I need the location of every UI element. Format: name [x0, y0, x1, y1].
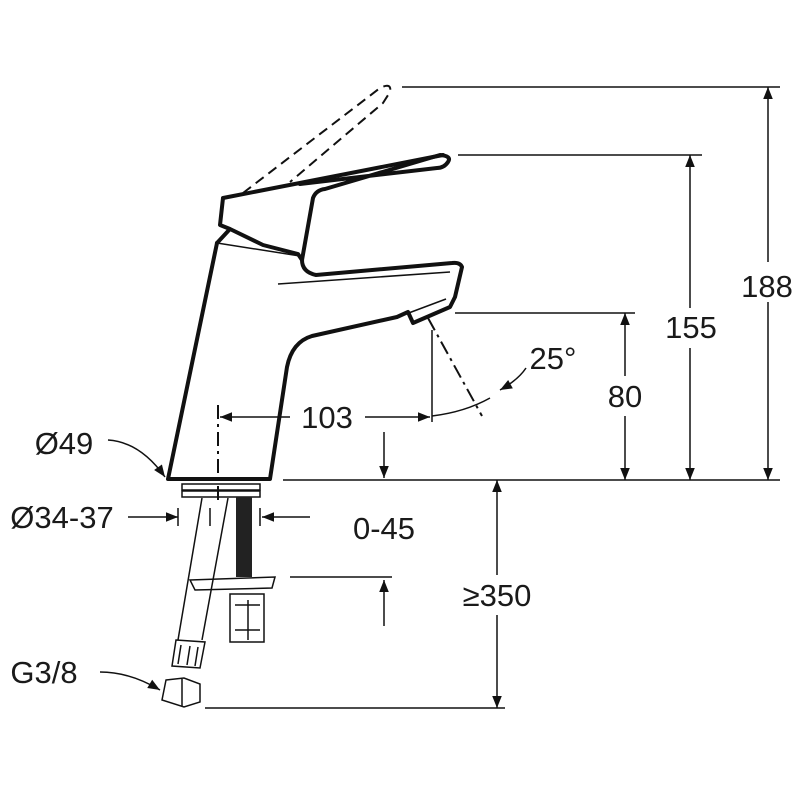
- dim-spout-reach: 103: [301, 400, 353, 435]
- dim-connection-thread: G3/8: [10, 655, 77, 690]
- dim-hose-length: ≥350: [463, 578, 532, 613]
- mounting-hardware: [161, 483, 276, 708]
- spout-jet-line: [427, 317, 483, 417]
- dimension-lines: [99, 86, 780, 709]
- dim-lever-height: 155: [665, 310, 717, 345]
- dim-spout-height: 80: [608, 379, 642, 414]
- dim-total-height: 188: [741, 269, 793, 304]
- faucet-body: [166, 153, 464, 481]
- dim-hole-diameter: Ø34-37: [10, 500, 113, 535]
- dim-deck-thickness: 0-45: [353, 511, 415, 546]
- lever-raised-outline: [242, 84, 392, 194]
- dim-base-diameter: Ø49: [35, 426, 94, 461]
- dim-spout-angle: 25°: [530, 341, 577, 376]
